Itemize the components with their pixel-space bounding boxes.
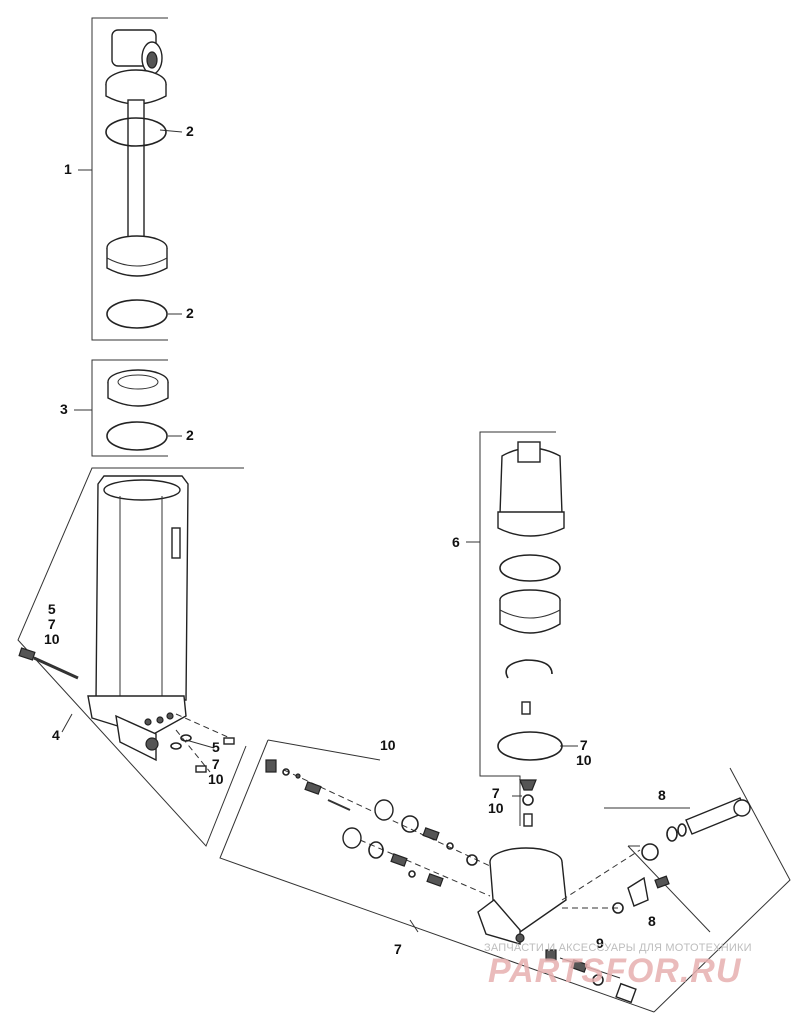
callout-7-10-pins: 7 10 <box>208 756 224 787</box>
callout-3: 3 <box>60 401 68 417</box>
bracket-group-3 <box>74 359 168 457</box>
bolt-left <box>18 647 79 680</box>
check-valve-9 <box>545 949 637 1004</box>
callout-7-10-cap: 7 10 <box>488 785 504 816</box>
bracket-group-7 <box>219 739 655 1013</box>
piston-3 <box>107 369 169 407</box>
callout-5-7-10-bolt: 5 7 10 <box>44 601 60 647</box>
reservoir-6 <box>497 441 565 827</box>
callout-5-pins: 5 <box>212 739 220 755</box>
o-ring-2c <box>106 421 168 451</box>
valve-parts <box>265 759 478 887</box>
o-ring-2b <box>106 299 168 329</box>
callout-8-fitting: 8 <box>658 787 666 803</box>
callout-8-plate: 8 <box>648 913 656 929</box>
callout-6: 6 <box>452 534 460 550</box>
watermark-tagline: ЗАПЧАСТИ И АКСЕССУАРЫ ДЛЯ МОТОТЕХНИКИ <box>484 942 752 954</box>
callout-2-lower: 2 <box>186 427 194 443</box>
shaft-assembly <box>105 29 168 277</box>
callout-4: 4 <box>52 727 60 743</box>
leader-lines <box>159 129 640 847</box>
fitting-8 <box>612 797 751 914</box>
manifold-7 <box>283 769 641 945</box>
watermark-logo: PARTSFOR.RU <box>488 952 742 990</box>
bracket-group-4 <box>17 467 247 847</box>
callout-7-10-ring: 7 10 <box>576 737 592 768</box>
bracket-group-1 <box>78 17 168 341</box>
o-ring-2a <box>105 117 167 147</box>
bracket-group-6 <box>466 431 556 826</box>
callout-1: 1 <box>64 161 72 177</box>
pins-5-7-10 <box>170 713 235 773</box>
callout-7: 7 <box>394 941 402 957</box>
cylinder-body-4 <box>87 475 189 762</box>
bracket-group-9 <box>559 957 621 979</box>
callout-10: 10 <box>380 737 396 753</box>
callout-2-upper: 2 <box>186 123 194 139</box>
callout-2-middle: 2 <box>186 305 194 321</box>
callout-9: 9 <box>596 935 604 951</box>
